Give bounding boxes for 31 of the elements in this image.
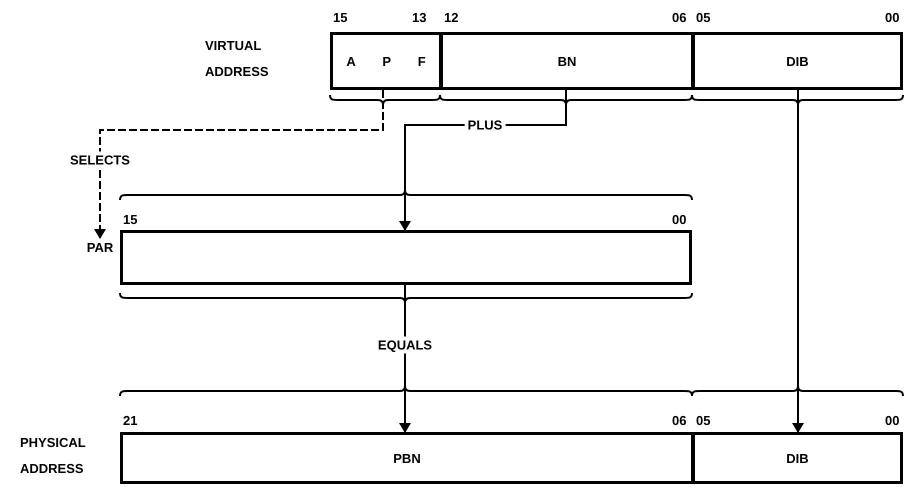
bit-number: 05 — [696, 413, 710, 429]
bit-number: 00 — [885, 413, 900, 429]
bit-number: 13 — [412, 10, 426, 26]
arrow — [399, 285, 411, 433]
register-name: PHYSICAL ADDRESS — [20, 434, 86, 478]
register-name: PAR — [82, 238, 118, 256]
field-label: DIB — [786, 450, 809, 466]
arrow — [94, 90, 384, 239]
field-label: PBN — [393, 450, 421, 466]
bit-field — [330, 32, 442, 90]
bit-number: 12 — [444, 10, 458, 26]
bit-field — [440, 32, 694, 90]
arrow — [792, 90, 804, 433]
bit-number: 15 — [123, 212, 138, 228]
bit-field — [120, 432, 694, 484]
bit-number: 05 — [696, 10, 710, 26]
register-box — [120, 230, 692, 285]
bit-number: 00 — [885, 10, 900, 26]
bit-number: 15 — [333, 10, 348, 26]
field-label: BN — [558, 54, 576, 68]
bit-number: 06 — [672, 413, 686, 429]
field-label: DIB — [786, 54, 809, 68]
bit-number: 21 — [123, 413, 138, 429]
field-label: P — [382, 54, 392, 68]
bit-number: 06 — [672, 10, 686, 26]
bit-number: 00 — [672, 212, 686, 228]
bit-field — [692, 32, 903, 90]
bit-field — [692, 432, 903, 484]
field-label: A — [346, 54, 356, 68]
register-name: VIRTUAL ADDRESS — [205, 37, 270, 81]
field-label: F — [418, 54, 426, 68]
